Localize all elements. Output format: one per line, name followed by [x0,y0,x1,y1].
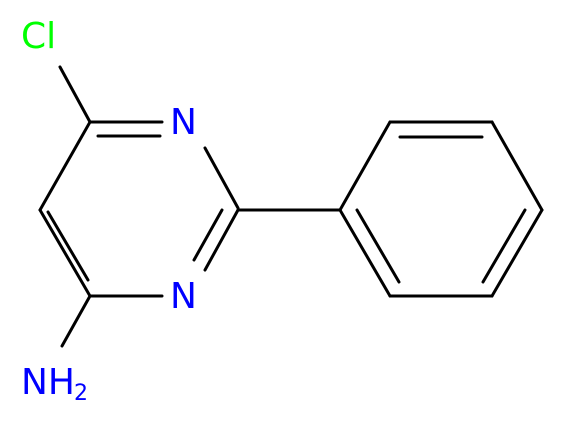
bond-c2-n3-inner [192,208,224,262]
atom-label-n-top: N [170,102,197,143]
atom-label-amine: NH 2 [21,362,88,406]
bond-ph-6-1 [338,208,392,298]
bond-ph-6-1-inner [355,208,401,284]
bond-c5-c6 [38,120,92,212]
atom-label-n-bottom: N [170,276,197,317]
bond-ph-4-5-inner [481,208,527,284]
bond-n1-c2 [203,146,240,210]
amine-subscript: 2 [74,381,88,406]
bond-c4-c5-inner [46,210,90,282]
bond-c2-n3 [203,208,240,272]
bond-ph-1-2 [338,120,392,212]
bond-c4-amine [60,294,92,348]
amine-label: NH [21,362,75,403]
bond-ph-4-5 [490,208,544,298]
atom-label-cl: Cl [21,16,56,57]
bond-c6-cl [58,65,92,124]
bond-ph-3-4 [490,120,544,212]
bond-c4-c5 [38,208,92,298]
